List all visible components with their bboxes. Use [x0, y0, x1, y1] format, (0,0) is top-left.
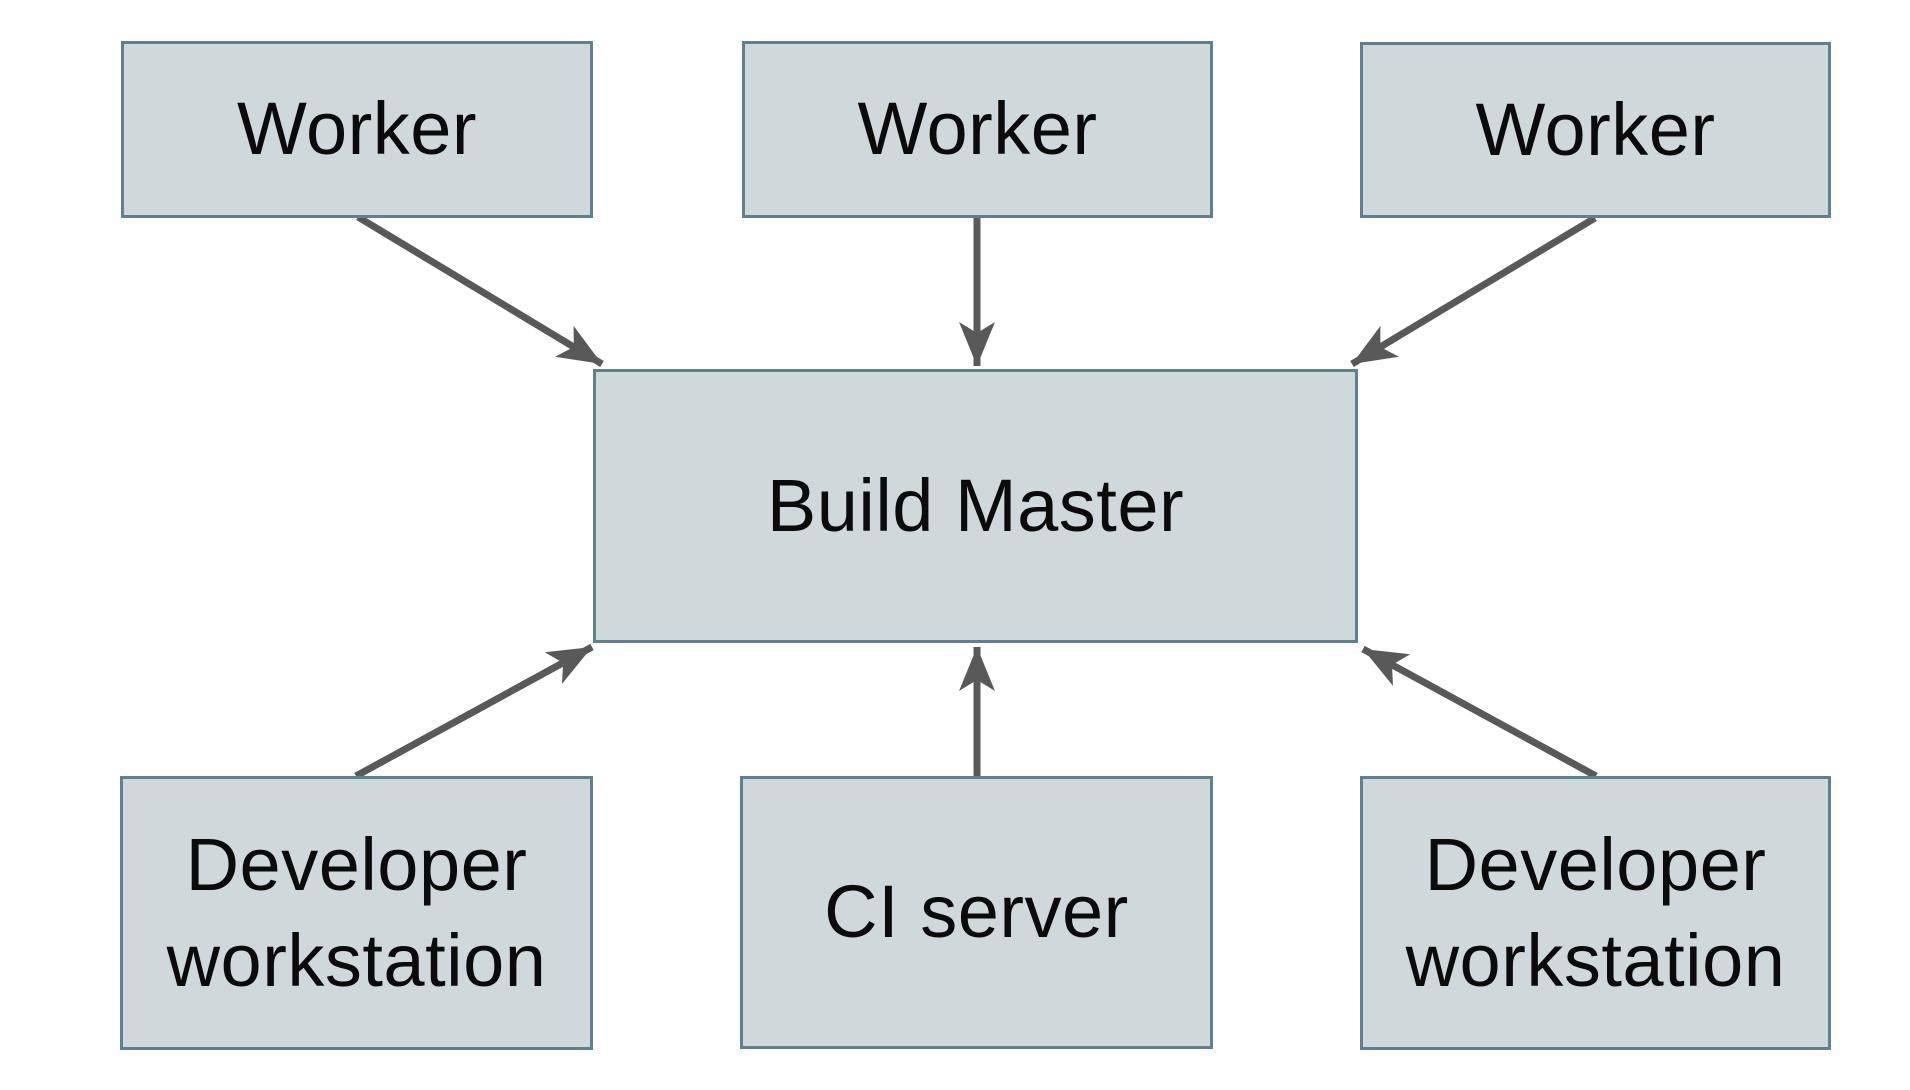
node-label: Worker: [236, 87, 478, 171]
node-developer-workstation-right: Developer workstation: [1360, 776, 1831, 1050]
node-label: CI server: [824, 870, 1129, 954]
arrow-worker-1-to-build-master: [356, 214, 604, 367]
node-worker-1: Worker: [121, 41, 593, 218]
node-build-master: Build Master: [593, 369, 1358, 643]
node-ci-server: CI server: [740, 776, 1213, 1049]
node-label: Worker: [1475, 87, 1716, 171]
node-worker-2: Worker: [742, 41, 1213, 218]
node-label: Worker: [857, 87, 1098, 171]
node-worker-3: Worker: [1360, 42, 1831, 218]
node-label: Developer workstation: [166, 822, 547, 1002]
arrow-developer-workstation-left-to-build-master: [354, 643, 594, 780]
arrow-worker-3-to-build-master: [1350, 214, 1597, 368]
node-label: Developer workstation: [1405, 822, 1786, 1002]
arrow-developer-workstation-right-to-build-master: [1361, 645, 1598, 780]
node-developer-workstation-left: Developer workstation: [120, 776, 593, 1050]
node-label: Build Master: [766, 463, 1185, 547]
